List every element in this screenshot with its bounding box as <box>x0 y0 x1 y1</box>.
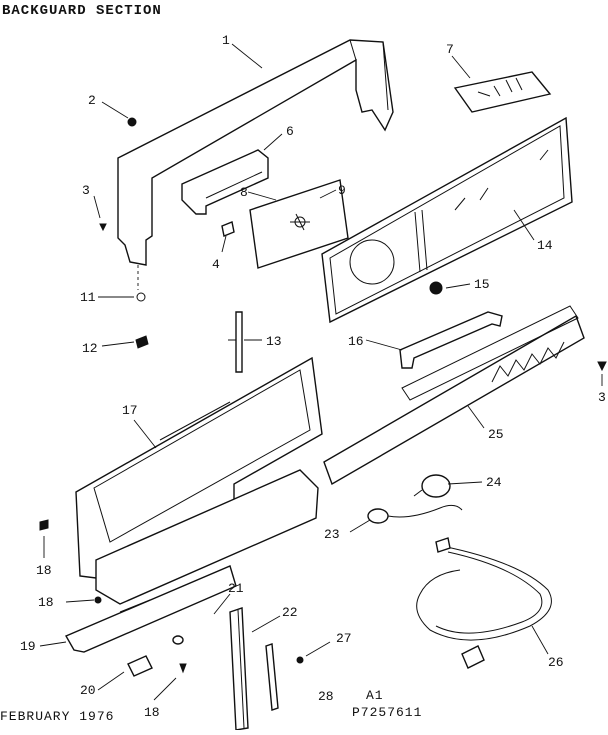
callout-4: 4 <box>212 257 220 272</box>
screw-18-b <box>94 596 102 604</box>
window-glass-assembly <box>321 116 573 324</box>
callout-21: 21 <box>228 581 244 596</box>
callout-1: 1 <box>222 33 230 48</box>
switch-20 <box>127 655 153 677</box>
angle-bar-22 <box>229 607 249 731</box>
callout-11: 11 <box>80 290 96 305</box>
control-trim-strip <box>323 305 585 486</box>
footer-part-number: P7257611 <box>352 705 422 720</box>
callout-labels: 1 2 3 4 6 7 8 9 14 15 11 12 13 16 17 3 2… <box>20 33 606 720</box>
screw-3-right <box>597 361 607 372</box>
leader-lines <box>39 43 603 701</box>
callout-7: 7 <box>446 42 454 57</box>
callout-23: 23 <box>324 527 340 542</box>
backguard-frame <box>117 39 394 290</box>
callout-14: 14 <box>537 238 553 253</box>
bracket-6 <box>181 149 269 215</box>
callout-20: 20 <box>80 683 96 698</box>
wire-harness-26 <box>416 537 552 669</box>
lamp-bulb-24 <box>413 474 451 498</box>
washer-11 <box>136 292 146 302</box>
nut-21 <box>172 635 184 645</box>
lamp-socket-23 <box>367 504 463 524</box>
rod-13 <box>235 311 243 373</box>
callout-18-c: 18 <box>144 705 160 720</box>
callout-3: 3 <box>82 183 90 198</box>
fastener-12 <box>135 335 149 349</box>
callout-18-b: 18 <box>38 595 54 610</box>
screw-3-left <box>99 223 107 232</box>
callout-12: 12 <box>82 341 98 356</box>
callout-8: 8 <box>240 185 248 200</box>
callout-25: 25 <box>488 427 504 442</box>
callout-13: 13 <box>266 334 282 349</box>
callout-24: 24 <box>486 475 502 490</box>
callout-26: 26 <box>548 655 564 670</box>
timer-panel <box>249 179 349 269</box>
callout-19: 19 <box>20 639 36 654</box>
screw-18-c <box>179 663 187 674</box>
clip-4 <box>221 221 235 237</box>
diagram-title: BACKGUARD SECTION <box>2 3 162 19</box>
callout-3-right: 3 <box>598 390 606 405</box>
screw-18-a <box>39 519 49 531</box>
callout-9: 9 <box>338 183 346 198</box>
callout-6: 6 <box>286 124 294 139</box>
callout-17: 17 <box>122 403 138 418</box>
footer-code: A1 <box>366 688 384 703</box>
strip-28 <box>265 643 279 711</box>
callout-2: 2 <box>88 93 96 108</box>
callout-27: 27 <box>336 631 352 646</box>
callout-18-a: 18 <box>36 563 52 578</box>
footer-date: FEBRUARY 1976 <box>0 709 114 724</box>
clip-27 <box>296 656 304 664</box>
label-plate <box>453 71 552 113</box>
screw-2 <box>127 117 137 127</box>
handle-16 <box>399 311 503 369</box>
callout-16: 16 <box>348 334 364 349</box>
grommet-15 <box>429 281 443 295</box>
callout-28: 28 <box>318 689 334 704</box>
lower-channel <box>95 469 319 605</box>
base-channel-19 <box>65 565 237 653</box>
callout-22: 22 <box>282 605 298 620</box>
callout-15: 15 <box>474 277 490 292</box>
